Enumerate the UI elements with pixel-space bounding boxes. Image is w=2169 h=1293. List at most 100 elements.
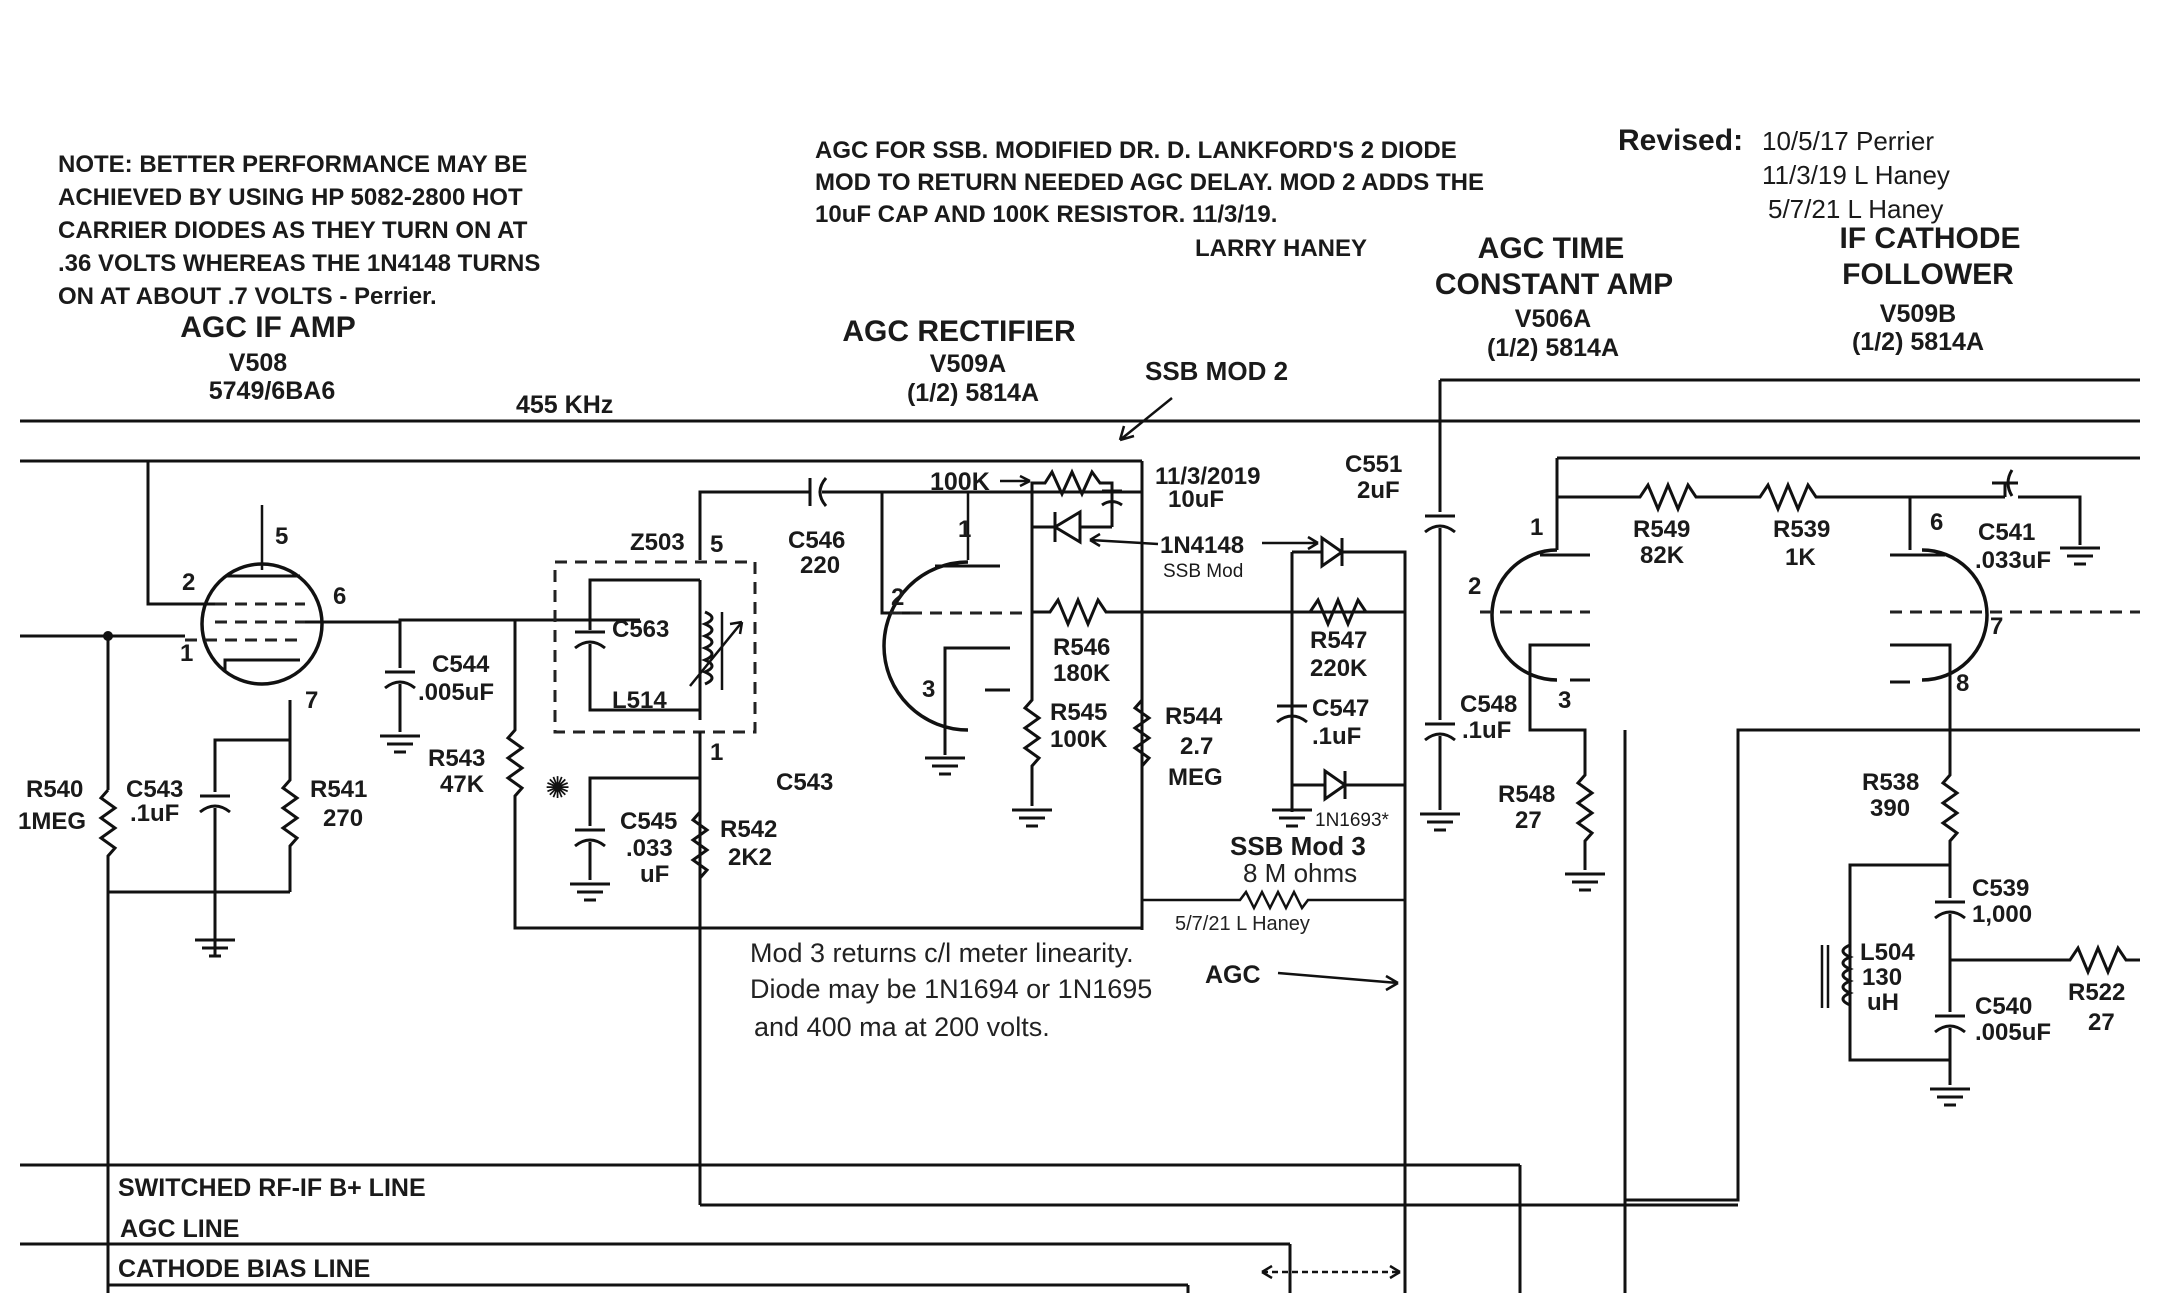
tube-type: (1/2) 5814A	[907, 379, 1039, 407]
cathode	[1890, 643, 1952, 684]
r545-resistor	[1012, 612, 1052, 828]
component-value: 130	[1862, 964, 1902, 991]
component-label: R549	[1633, 516, 1690, 543]
stage-title: AGC RECTIFIER	[842, 315, 1076, 348]
revised-label: Revised:	[1618, 124, 1743, 157]
note-line: ON AT ABOUT .7 VOLTS - Perrier.	[58, 283, 437, 310]
component-label: C541	[1978, 519, 2035, 546]
note-line: ACHIEVED BY USING HP 5082-2800 HOT	[58, 184, 523, 211]
component-value: .1uF	[1462, 717, 1511, 744]
component-label: Z503	[630, 529, 685, 556]
r522-resistor	[1950, 944, 2140, 976]
component-label: R540	[26, 776, 83, 803]
component-label: R541	[310, 776, 367, 803]
pin-number: 5	[275, 523, 288, 550]
component-value: 1,000	[1972, 901, 2032, 928]
agc-line-label: AGC LINE	[120, 1215, 239, 1243]
pin-number: 3	[922, 676, 935, 703]
r541-resistor	[280, 740, 300, 892]
r547-resistor	[1292, 596, 1405, 628]
component-label: R538	[1862, 769, 1919, 796]
eight-m-ohms-label: 8 M ohms	[1243, 858, 1357, 888]
component-label: R542	[720, 816, 777, 843]
stage-title: AGC TIME	[1478, 232, 1625, 265]
c563-capacitor	[574, 578, 702, 720]
frequency-label: 455 KHz	[516, 391, 613, 419]
component-label: C543	[776, 769, 833, 796]
r543-resistor	[505, 620, 1142, 930]
c541-capacitor	[1992, 469, 2018, 497]
pin-number: 1	[958, 516, 971, 543]
tube-designator: V509B	[1880, 300, 1956, 328]
component-label: R522	[2068, 979, 2125, 1006]
v509a-tube: 1 2 3	[882, 492, 1030, 732]
ground-symbol	[1272, 808, 1312, 828]
note-line: NOTE: BETTER PERFORMANCE MAY BE	[58, 151, 527, 178]
component-value: 27	[1515, 807, 1542, 834]
pin-number: 2	[182, 569, 195, 596]
component-label: R546	[1053, 634, 1110, 661]
component-value: 220K	[1310, 655, 1368, 682]
component-label: R543	[428, 745, 485, 772]
mod3-date: 5/7/21 L Haney	[1175, 913, 1310, 935]
mod3-note: Mod 3 returns c/l meter linearity. Diode…	[750, 938, 1152, 1042]
component-value: .033uF	[1975, 547, 2051, 574]
r100k-mod2-resistor	[1030, 468, 1123, 527]
revision-entry: 10/5/17 Perrier	[1762, 126, 1934, 156]
r540-resistor	[98, 789, 118, 1293]
component-label: C539	[1972, 875, 2029, 902]
diode-1n1693	[1292, 768, 1405, 802]
ground-symbol	[925, 690, 965, 776]
r544-resistor	[1132, 699, 1152, 767]
tube-designator: V506A	[1515, 305, 1591, 333]
resistor-100k-label: 100K	[930, 468, 990, 496]
cathode	[943, 646, 1010, 692]
arrow-icon	[1262, 535, 1319, 551]
stage-agc-if-amp: AGC IF AMP V508 5749/6BA6	[180, 311, 356, 405]
pin-number: 1	[710, 739, 723, 766]
component-label: R544	[1165, 703, 1223, 730]
component-label: C545	[620, 808, 677, 835]
mod2-date: 11/3/2019	[1155, 463, 1260, 490]
component-label: R548	[1498, 781, 1555, 808]
pin-number: 6	[333, 583, 346, 610]
component-value: .005uF	[418, 679, 494, 706]
l504-coil	[1841, 943, 1854, 1007]
tube-type: 5749/6BA6	[209, 377, 335, 405]
component-value: .1uF	[130, 800, 179, 827]
c546-capacitor	[698, 477, 1142, 507]
arrow-icon	[1000, 474, 1031, 488]
tube-type: (1/2) 5814A	[1852, 328, 1984, 356]
revision-entry: 5/7/21 L Haney	[1768, 194, 1943, 224]
tube-envelope	[882, 560, 969, 732]
c544-capacitor	[380, 620, 420, 754]
mod3-line: Mod 3 returns c/l meter linearity.	[750, 938, 1134, 968]
mod3-line: Diode may be 1N1694 or 1N1695	[750, 974, 1152, 1004]
component-label: C544	[432, 651, 490, 678]
pin-number: 8	[1956, 670, 1969, 697]
note-block: NOTE: BETTER PERFORMANCE MAY BE ACHIEVED…	[58, 151, 540, 310]
pin-number: 2	[891, 584, 904, 611]
component-label: R547	[1310, 627, 1367, 654]
arrow-icon	[1089, 532, 1159, 548]
component-label: L504	[1860, 939, 1915, 966]
flash-symbol-icon: ✺	[545, 772, 570, 805]
tube-envelope	[200, 562, 324, 686]
cathode	[223, 658, 300, 672]
component-label: C548	[1460, 691, 1517, 718]
wire-cathode	[213, 700, 292, 790]
diode-1n4148-lower	[1290, 535, 1407, 1293]
component-value: 220	[800, 552, 840, 579]
component-value: .005uF	[1975, 1019, 2051, 1046]
wire-screen	[146, 461, 215, 606]
mod3-resistor	[1142, 889, 1405, 911]
component-value: 2K2	[728, 844, 772, 871]
pin-number: 1	[180, 640, 193, 667]
component-label: C547	[1312, 695, 1369, 722]
component-value: 180K	[1053, 660, 1111, 687]
agc-ssb-line: 10uF CAP AND 100K RESISTOR. 11/3/19.	[815, 201, 1277, 228]
stage-agc-time-constant: AGC TIME CONSTANT AMP V506A (1/2) 5814A	[1435, 232, 1673, 362]
r542-resistor	[690, 811, 710, 879]
v509b-tube: 6 7 8	[1890, 509, 2140, 697]
l514-tuning-arrow	[689, 620, 744, 687]
